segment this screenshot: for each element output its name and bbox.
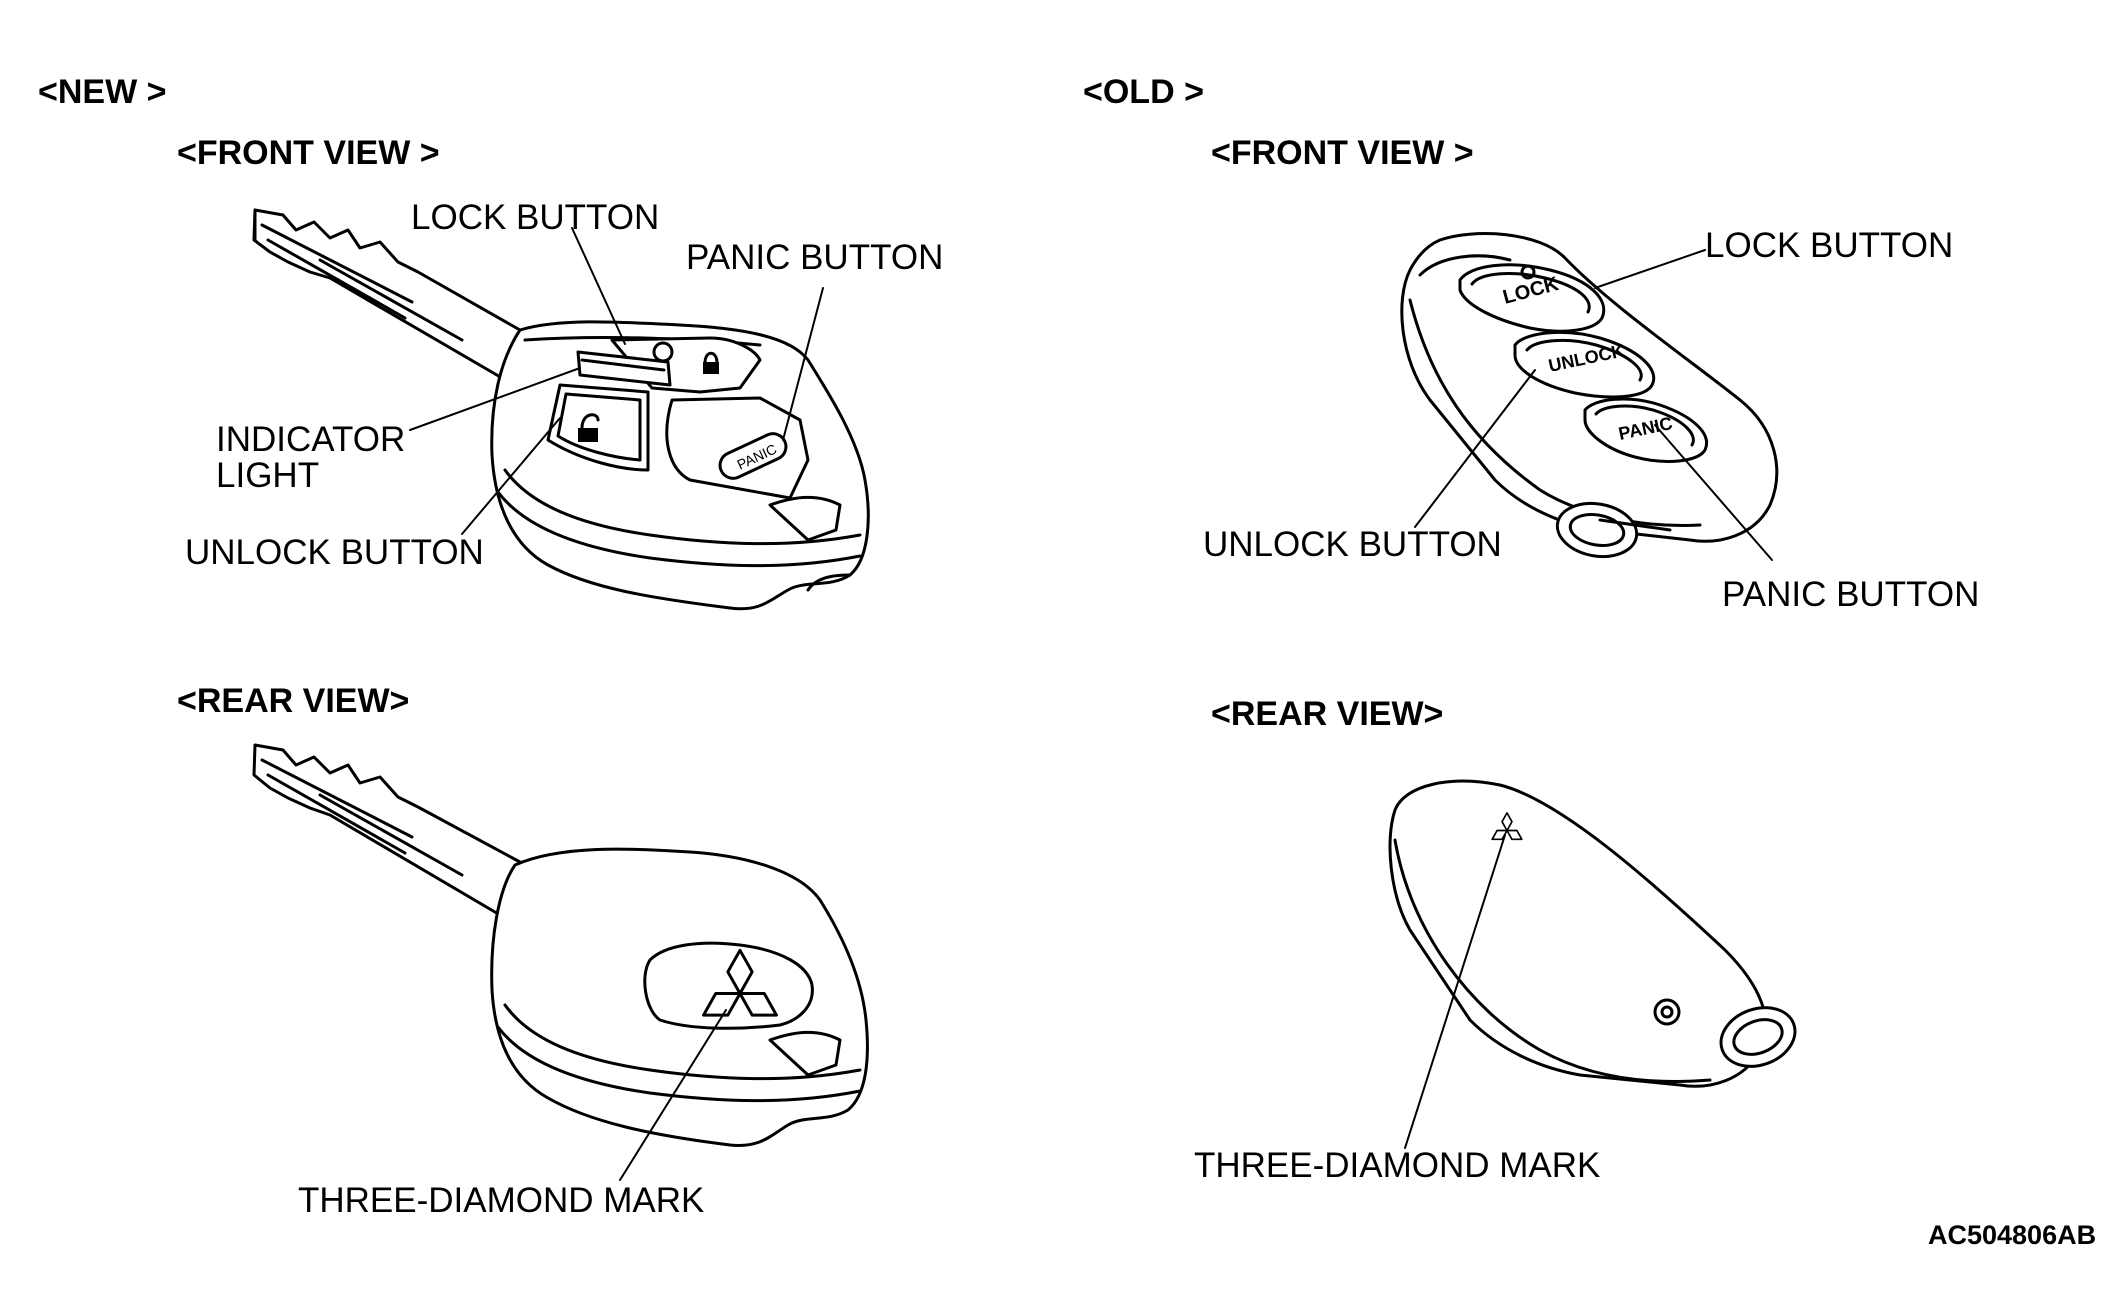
new-rear-key-fob bbox=[252, 743, 869, 1181]
new-indicator-light-label-1: INDICATOR bbox=[216, 420, 406, 459]
new-indicator-light-label-2: LIGHT bbox=[216, 456, 320, 495]
key-blade-icon bbox=[252, 208, 522, 380]
old-front-key-fob bbox=[1400, 232, 1779, 561]
new-rear-view-heading: <REAR VIEW> bbox=[177, 682, 410, 720]
old-lock-button-label: LOCK BUTTON bbox=[1705, 226, 1954, 265]
leader-three-diamond bbox=[1404, 834, 1506, 1149]
leader-panic bbox=[1654, 424, 1773, 561]
new-front-view-heading: <FRONT VIEW > bbox=[177, 134, 440, 172]
figure-id: AC504806AB bbox=[1928, 1220, 2097, 1250]
old-front-view-heading: <FRONT VIEW > bbox=[1211, 134, 1474, 172]
key-ring-icon bbox=[1555, 501, 1672, 559]
leader-lock bbox=[1594, 249, 1706, 289]
old-unlock-button-label: UNLOCK BUTTON bbox=[1203, 525, 1502, 564]
leader-unlock bbox=[1414, 369, 1536, 528]
old-three-diamond-label: THREE-DIAMOND MARK bbox=[1194, 1146, 1601, 1185]
key-fob-icon bbox=[1400, 232, 1779, 559]
key-fob-icon bbox=[490, 847, 869, 1147]
old-heading: <OLD > bbox=[1083, 73, 1204, 111]
new-unlock-button-label: UNLOCK BUTTON bbox=[185, 533, 484, 572]
old-panic-button-label: PANIC BUTTON bbox=[1722, 575, 1980, 614]
leader-unlock bbox=[461, 417, 561, 535]
leader-indicator bbox=[409, 367, 581, 431]
leader-lock bbox=[571, 227, 626, 345]
new-heading: <NEW > bbox=[38, 73, 167, 111]
key-fob-icon bbox=[490, 320, 870, 611]
unlock-glyph-icon bbox=[578, 413, 600, 442]
new-panic-button-label: PANIC BUTTON bbox=[686, 238, 944, 277]
old-rear-view-heading: <REAR VIEW> bbox=[1211, 695, 1444, 733]
old-rear-key-fob bbox=[1388, 779, 1797, 1149]
new-lock-button-label: LOCK BUTTON bbox=[411, 198, 660, 237]
new-three-diamond-label: THREE-DIAMOND MARK bbox=[298, 1181, 705, 1220]
key-fob-icon bbox=[1388, 779, 1797, 1088]
lock-glyph-icon bbox=[703, 351, 719, 374]
new-front-key-fob bbox=[252, 208, 870, 611]
key-blade-icon bbox=[252, 743, 522, 917]
leader-panic bbox=[782, 287, 824, 441]
key-ring-icon bbox=[1719, 1006, 1797, 1068]
leader-three-diamond bbox=[619, 1009, 727, 1181]
